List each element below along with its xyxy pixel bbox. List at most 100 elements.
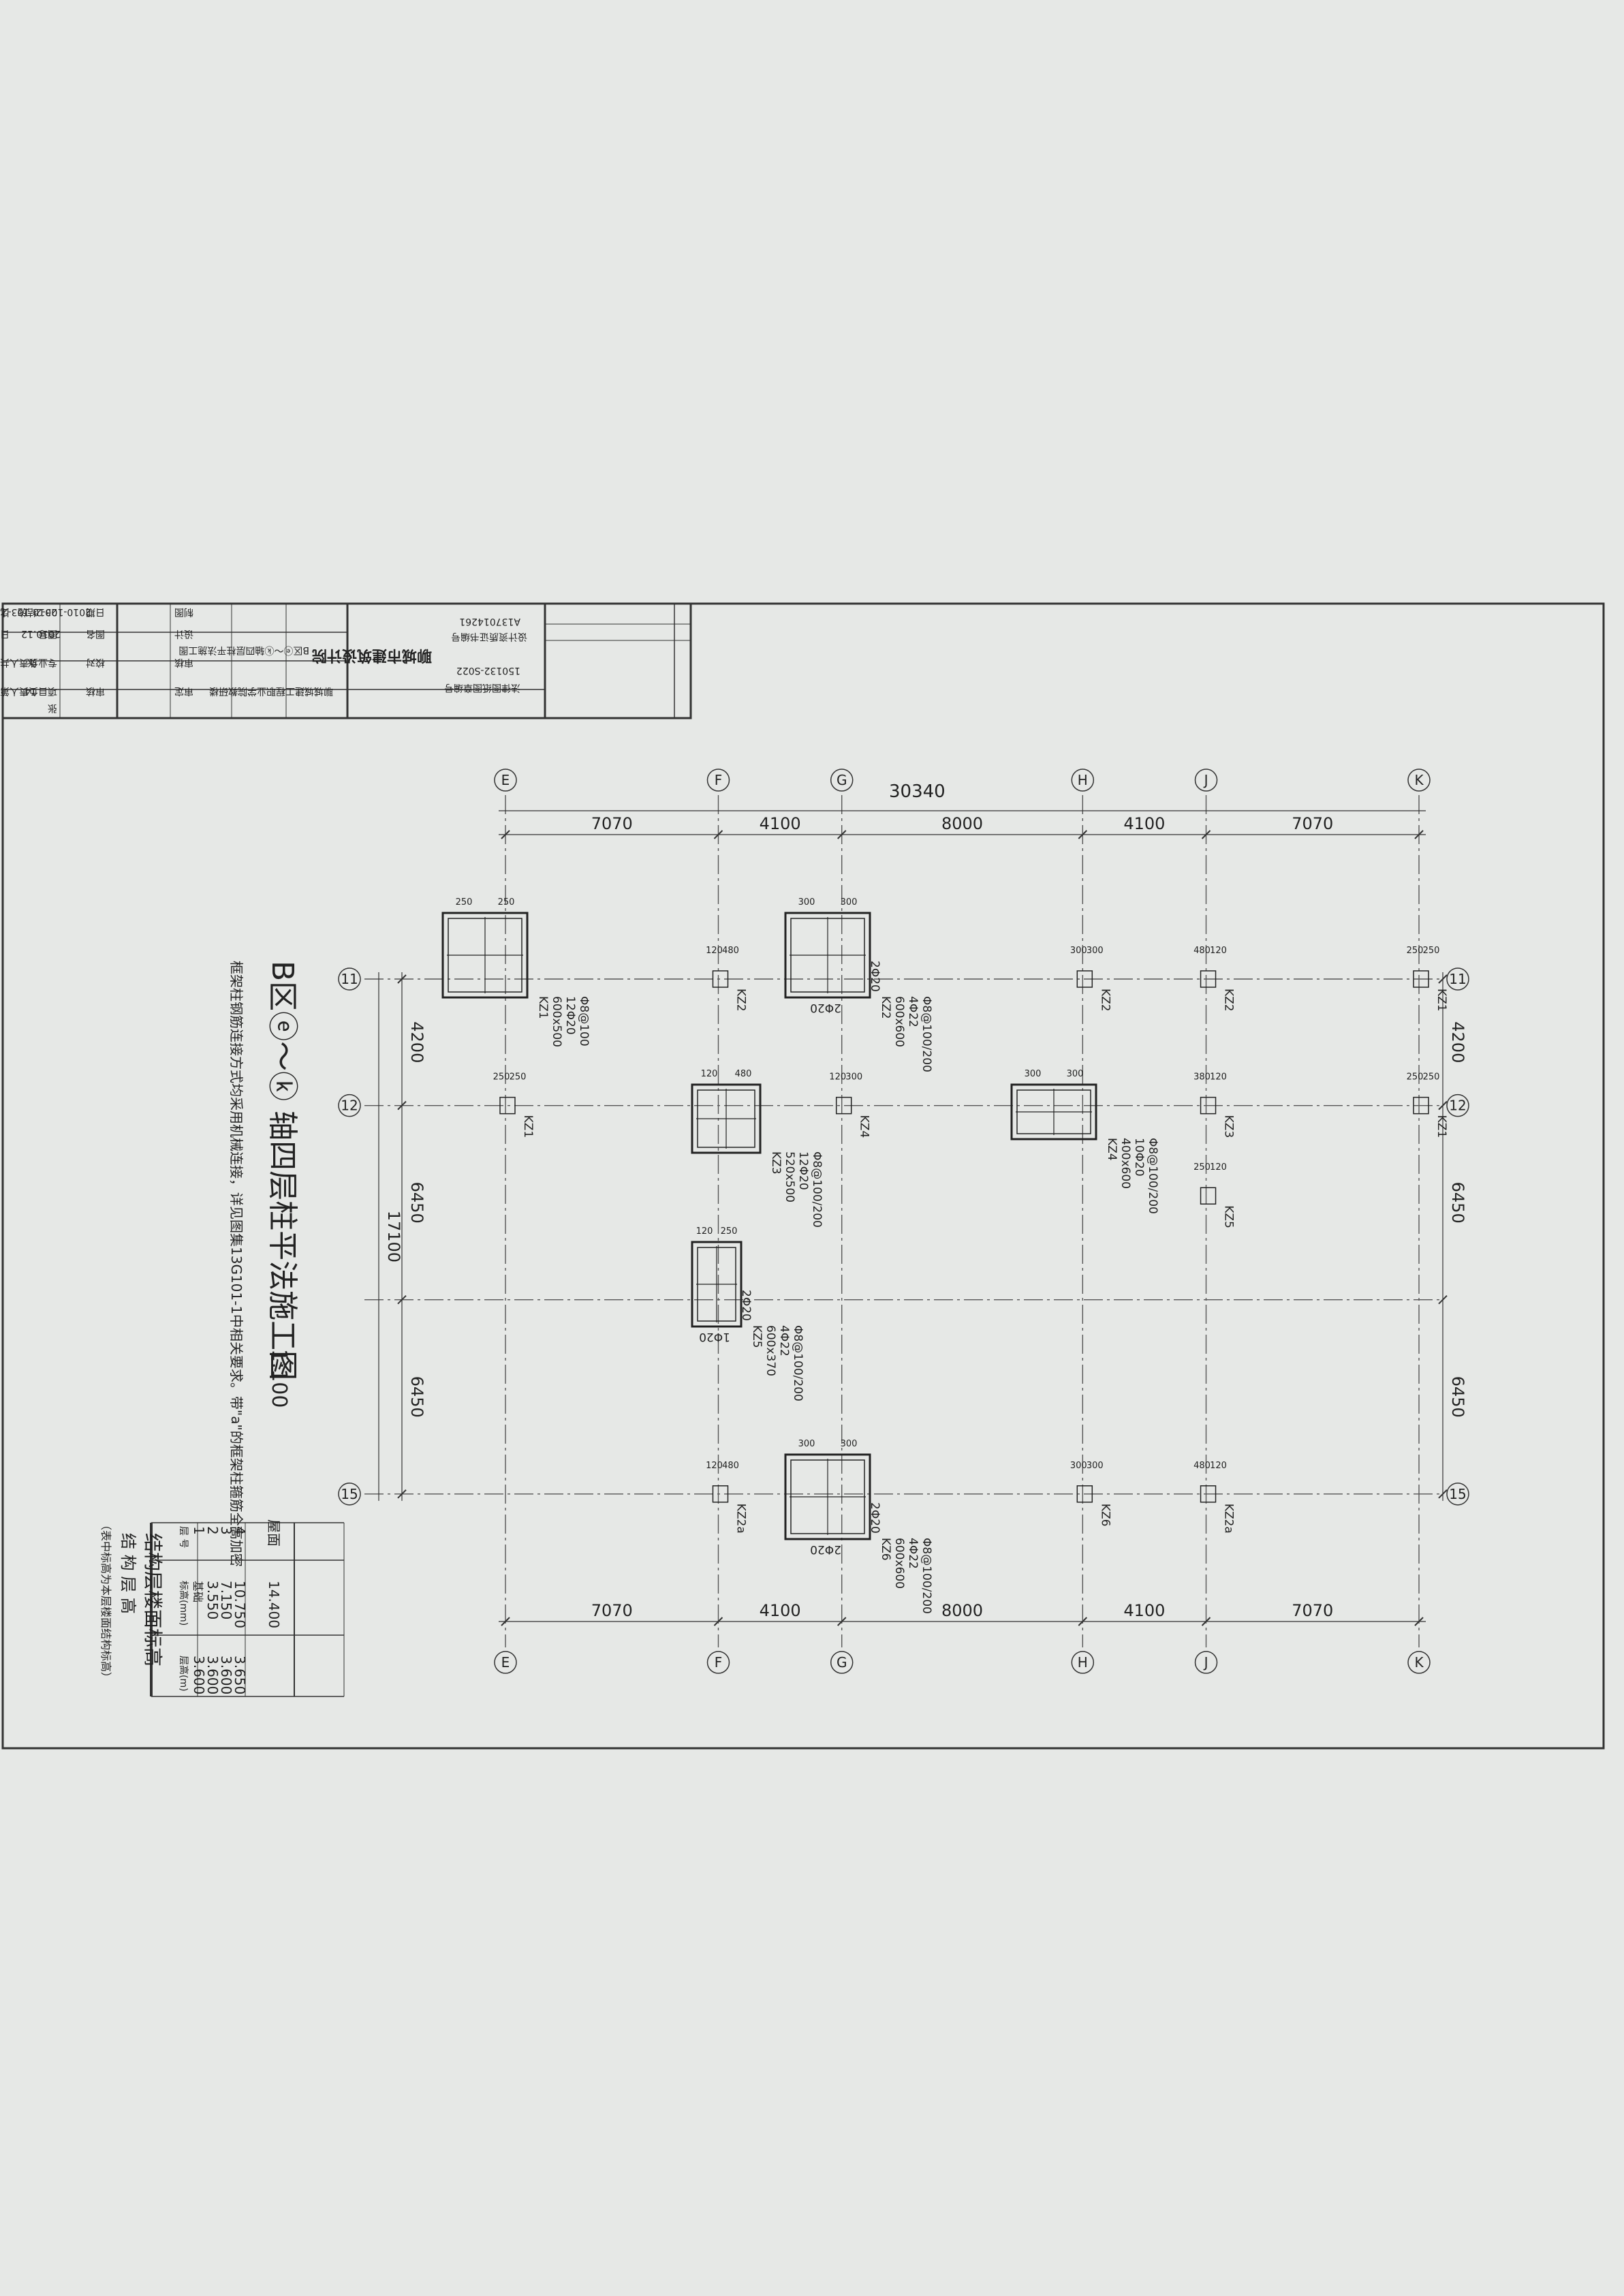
axis-bubble: [706, 769, 730, 792]
dimension-tick: [837, 830, 847, 839]
level-table: 层 号 标高(mm) 层高(m) 屋面 14.400 4 10.750 3.65…: [99, 1519, 345, 1697]
column-dim-label: 300: [1087, 1461, 1104, 1471]
column-section: [1200, 1485, 1217, 1503]
dimension-tick: [397, 1489, 407, 1499]
column-label: KZ2: [1098, 989, 1112, 1012]
column-dim-label: 300: [1025, 1069, 1042, 1079]
column-section: [784, 1453, 871, 1540]
title-block-qualification-label: 设计资质证书编号: [451, 631, 527, 642]
level-table-title: 结构层楼面标高: [142, 1533, 164, 1666]
dimension-label: 4100: [1123, 814, 1165, 833]
title-block-cell: 图名: [86, 628, 105, 639]
column-dim-label: 250: [1423, 1072, 1440, 1083]
column-label: KZ3: [1222, 1115, 1236, 1138]
column-extra-label: 2Φ20: [868, 961, 881, 992]
axis-bubble: [1194, 1651, 1218, 1674]
column-dim-label: 120: [706, 946, 723, 956]
axis-bubble-label: K: [1414, 1654, 1424, 1671]
column-section: [835, 1096, 852, 1115]
axis-bubble: [494, 769, 517, 792]
column-dim-label: 480: [735, 1069, 752, 1079]
dimension-tick: [713, 830, 723, 839]
column-extra-label: 2Φ20: [739, 1290, 753, 1321]
sheet-border: [1, 602, 1605, 1750]
column-section: [712, 1485, 729, 1503]
column-dim-label: 250: [1407, 946, 1424, 956]
title-block-right-cell: 日期: [0, 628, 10, 639]
dimension-tick: [501, 1617, 510, 1626]
column-label: KZ6: [1098, 1504, 1112, 1527]
title-block-drawing-name: B区ⓔ～ⓚ轴四层柱平法施工图: [178, 645, 309, 655]
column-label: KZ6: [879, 1538, 892, 1561]
level-table-header: 层 号: [178, 1526, 189, 1548]
axis-bubble-label: 12: [1449, 1098, 1466, 1114]
axis-bubble: [1407, 769, 1431, 792]
title-block-cell: 专业负责人: [10, 657, 57, 668]
level-table-cell: 7.150: [218, 1581, 234, 1619]
axis-bubble-label: G: [837, 1654, 847, 1671]
column-dim-label: 300: [845, 1072, 862, 1083]
column-dim-label: 300: [798, 897, 815, 907]
column-dim-label: 480: [722, 1461, 739, 1471]
title-block-institute: 聊城市建筑设计院: [312, 647, 432, 664]
column-label: Φ8@100/200: [810, 1151, 824, 1228]
column-label: Φ8@100: [577, 996, 591, 1046]
column-label: 520x500: [783, 1151, 796, 1203]
dimension-label: 4200: [1448, 1021, 1467, 1063]
drawing-title: B区ⓔ～ⓚ 轴四层柱平法施工图: [265, 961, 300, 1380]
title-block-cert: 150132-S022: [456, 665, 520, 676]
column-label: KZ5: [1222, 1205, 1236, 1228]
dimension-label: 4100: [760, 814, 801, 833]
column-dim-label: 480: [1193, 1461, 1211, 1471]
dimension-tick: [1414, 1617, 1424, 1626]
dimension-tick: [837, 1617, 847, 1626]
axis-bubble: [1446, 1483, 1469, 1506]
title-block-right-cell: 2010.12: [21, 628, 61, 639]
title-block-right-cell: 张: [48, 702, 57, 713]
dimension-tick: [1201, 1617, 1211, 1626]
column-section: [691, 1083, 762, 1154]
column-label: 400x600: [1119, 1138, 1132, 1189]
axis-bubble-label: J: [1203, 1654, 1208, 1671]
dimension-label: 8000: [941, 1601, 983, 1620]
column-section: [1200, 1187, 1217, 1205]
column-dim-label: 300: [841, 1439, 858, 1449]
column-section: [1076, 970, 1093, 988]
column-section: [1076, 1485, 1093, 1503]
title-block-cell: 制图: [174, 606, 193, 617]
column-dim-label: 250: [1407, 1072, 1424, 1083]
level-table-cell: 4: [232, 1526, 248, 1535]
column-dim-label: 250: [1423, 946, 1440, 956]
column-dim-label: 120: [706, 1461, 723, 1471]
axis-bubble: [494, 1651, 517, 1674]
column-dim-label: 250: [1193, 1162, 1211, 1173]
dimension-tick: [1078, 830, 1088, 839]
dimension-tick: [501, 830, 510, 839]
column-dim-label: 250: [493, 1072, 510, 1083]
axis-bubble: [1446, 967, 1469, 991]
column-label: KZ1: [1435, 989, 1448, 1012]
title-block-cell: 审核: [86, 685, 105, 696]
title-block-cert-label: 法律图纸图章编号: [444, 682, 520, 694]
column-dim-label: 300: [1067, 1069, 1084, 1079]
axis-bubble-label: 12: [341, 1098, 358, 1114]
column-section: [1413, 1096, 1429, 1115]
column-dim-label: 120: [829, 1072, 846, 1083]
title-block-cell: 审核: [174, 657, 193, 668]
drawing-scale: 1:100: [267, 1349, 291, 1408]
column-label: KZ5: [750, 1325, 764, 1348]
column-label: 12Φ20: [796, 1151, 810, 1190]
level-table-note: （表中标高为本层楼面结构标高）: [99, 1519, 112, 1683]
dimension-label: 7070: [1292, 1601, 1333, 1620]
dimension-label: 6450: [1448, 1182, 1467, 1224]
column-label: Φ8@100/200: [920, 1538, 933, 1614]
column-label: KZ1: [521, 1115, 535, 1138]
column-dim-label: 250: [498, 897, 515, 907]
dimension-tick: [397, 1295, 407, 1305]
axis-bubble: [1446, 1093, 1469, 1117]
column-dim-label: 250: [721, 1226, 738, 1237]
column-section: [1413, 970, 1429, 988]
column-label: Φ8@100/200: [920, 996, 933, 1072]
